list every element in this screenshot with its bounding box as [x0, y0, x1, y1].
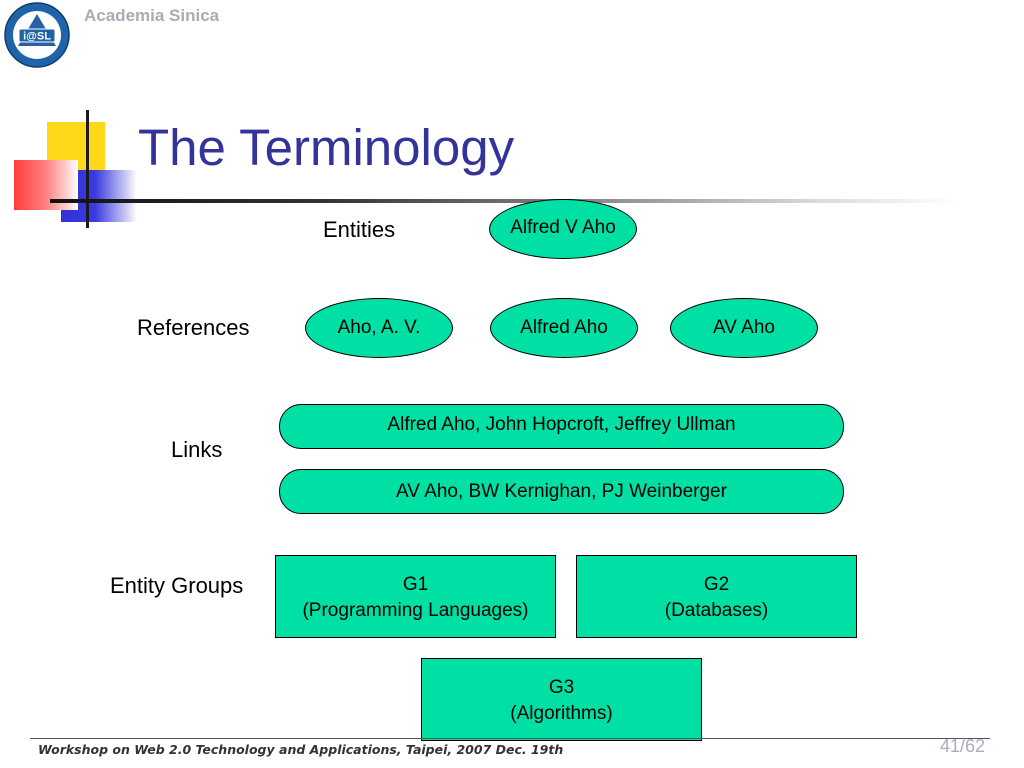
title-underline — [50, 199, 960, 203]
reference-node: Aho, A. V. — [305, 298, 453, 358]
reference-node-label: AV Aho — [713, 317, 775, 338]
group-name: G3 — [548, 676, 575, 698]
group-name: G1 — [402, 573, 429, 595]
logo-text: i@SL — [23, 31, 51, 43]
row-label-entity-groups: Entity Groups — [110, 573, 244, 598]
lab-logo: i@SL — [4, 2, 70, 68]
org-name: Academia Sinica — [84, 6, 220, 25]
link-node: AV Aho, BW Kernighan, PJ Weinberger — [279, 469, 844, 514]
row-label-links: Links — [171, 437, 223, 462]
reference-node: AV Aho — [670, 298, 818, 358]
slide-title: The Terminology — [138, 119, 515, 176]
link-node-label: Alfred Aho, John Hopcroft, Jeffrey Ullma… — [387, 414, 736, 435]
group-name: G2 — [703, 573, 730, 595]
row-label-references: References — [137, 315, 250, 340]
reference-node-label: Alfred Aho — [520, 317, 608, 338]
reference-node-label: Aho, A. V. — [337, 317, 421, 338]
group-box: G2 (Databases) — [576, 555, 857, 638]
link-node: Alfred Aho, John Hopcroft, Jeffrey Ullma… — [279, 404, 844, 449]
decor-vertical-line — [86, 110, 89, 228]
footer-divider — [30, 738, 990, 739]
group-box: G3 (Algorithms) — [421, 658, 702, 741]
link-node-label: AV Aho, BW Kernighan, PJ Weinberger — [396, 480, 727, 502]
lab-logo-graphic: i@SL — [4, 2, 70, 68]
entity-node-label: Alfred V Aho — [510, 216, 616, 238]
row-label-entities: Entities — [323, 217, 396, 242]
reference-node: Alfred Aho — [490, 298, 638, 358]
group-box: G1 (Programming Languages) — [275, 555, 556, 638]
footer-caption: Workshop on Web 2.0 Technology and Appli… — [38, 742, 564, 757]
group-topic: (Databases) — [664, 599, 769, 621]
group-topic: (Algorithms) — [510, 702, 613, 724]
page-number: 41/62 — [940, 736, 986, 756]
group-topic: (Programming Languages) — [302, 599, 529, 621]
entity-node: Alfred V Aho — [489, 199, 637, 259]
